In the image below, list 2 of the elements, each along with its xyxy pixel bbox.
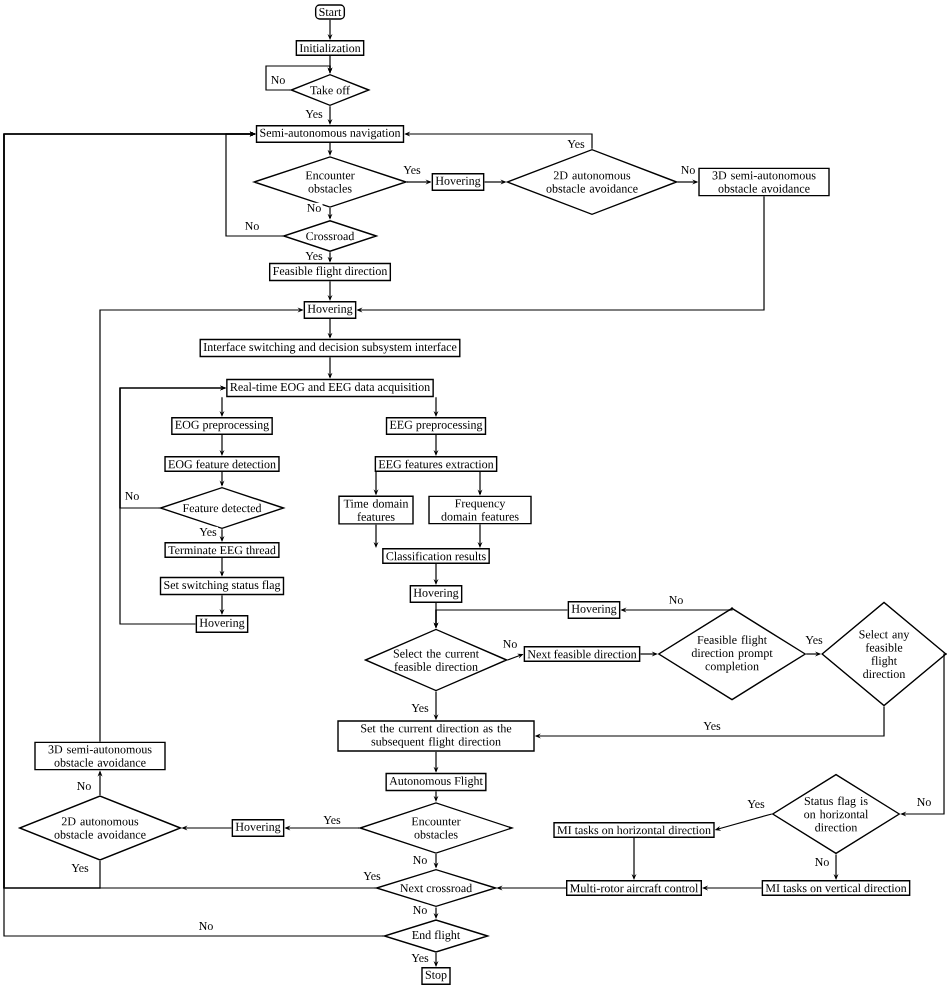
arrow [225,131,284,237]
arrow [265,65,333,91]
